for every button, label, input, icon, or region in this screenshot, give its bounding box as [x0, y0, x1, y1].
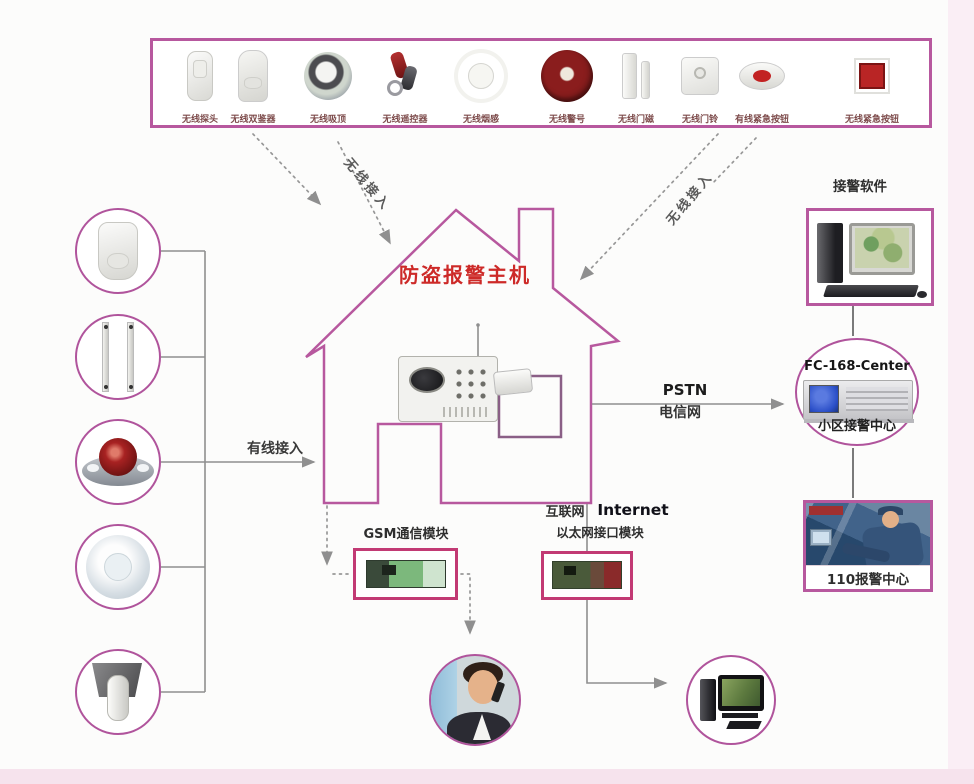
wireless-access-label-right: 无线接入 [663, 169, 717, 229]
wireless-access-label-left: 无线接入 [340, 155, 394, 215]
host-side-module-icon [492, 368, 534, 396]
wireless-ceiling-detector-icon [293, 45, 363, 107]
alarm-software-computer-icon [806, 208, 934, 306]
device-label: 无线门铃 [681, 115, 718, 125]
remote-computer-icon [686, 655, 776, 745]
wired-sensor-bus [161, 250, 316, 693]
pir-motion-detector-icon [75, 208, 161, 294]
device-label: 无线探头 [181, 115, 218, 125]
device-label: 无线遥控器 [382, 115, 428, 125]
police-center-label: 110报警中心 [806, 565, 930, 589]
device-label: 无线烟感 [462, 115, 499, 125]
gsm-module-label: GSM通信模块 [363, 527, 449, 542]
wired-access-label: 有线接入 [247, 441, 303, 457]
device-label: 有线紧急按钮 [734, 115, 789, 125]
community-center-receiver-icon [795, 338, 919, 446]
flash-siren-icon [75, 419, 161, 505]
wireless-smoke-detector-icon [446, 45, 516, 107]
community-center-label: 小区接警中心 [817, 419, 896, 434]
telecom-network-label: 电信网 [659, 405, 701, 421]
wireless-siren-icon [532, 45, 602, 107]
host-display [409, 367, 445, 393]
internet-en-label: Internet [597, 501, 669, 519]
alarm-host-panel-icon [398, 356, 498, 422]
right-edge-tint [948, 0, 974, 784]
wireless-pir-detector-icon [165, 45, 235, 107]
outdoor-detector-icon [75, 649, 161, 735]
host-speaker-grille [443, 407, 489, 417]
device-label: 无线吸顶 [309, 115, 346, 125]
ethernet-module-label: 以太网接口模块 [556, 525, 644, 540]
receiver-model-label: FC-168-Center [804, 359, 910, 374]
device-label: 无线双鉴器 [230, 115, 276, 125]
wireless-doorbell-icon [665, 45, 735, 107]
pstn-label: PSTN [662, 381, 708, 399]
bottom-edge-tint [0, 769, 974, 784]
wireless-panic-button-icon [837, 45, 907, 107]
mobile-user-photo [429, 654, 521, 746]
host-keypad [451, 364, 487, 402]
device-label: 无线门磁 [617, 115, 654, 125]
wireless-dual-tech-detector-icon [218, 45, 288, 107]
alarm-software-label: 接警软件 [833, 179, 887, 195]
device-label: 无线警号 [548, 115, 585, 125]
police-center-photo: 110报警中心 [803, 500, 933, 592]
ethernet-module-icon [541, 551, 633, 600]
gsm-module-icon [353, 548, 458, 600]
wired-panic-button-icon [727, 45, 797, 107]
wireless-remote-control-icon [370, 45, 440, 107]
device-label: 无线紧急按钮 [844, 115, 899, 125]
wireless-accessory-strip: 无线探头 无线双鉴器 无线吸顶 无线遥控器 无线烟感 无线警号 无线门磁 无线门… [150, 38, 932, 128]
house-title: 防盗报警主机 [399, 263, 531, 287]
wireless-door-contact-icon [601, 45, 671, 107]
internet-cn-label: 互联网 [545, 505, 585, 520]
infrared-beam-detector-icon [75, 314, 161, 400]
ceiling-pir-detector-icon [75, 524, 161, 610]
host-antenna-tip [476, 323, 480, 327]
